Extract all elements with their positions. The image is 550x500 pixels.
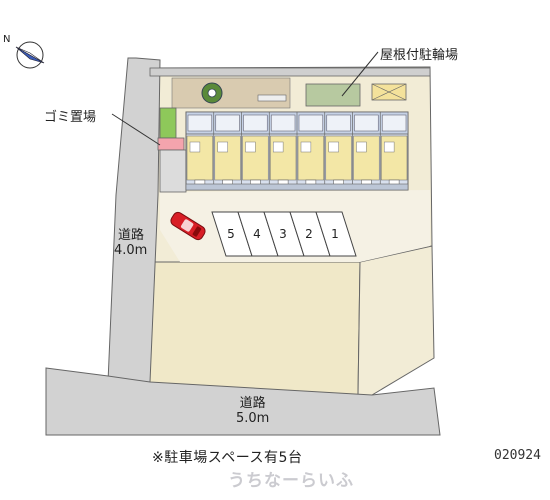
parking-stall-number: 3 — [279, 227, 287, 241]
left-road-name: 道路 — [118, 228, 145, 243]
bottom-road-name: 道路 — [239, 396, 266, 411]
unit-bath — [326, 114, 351, 132]
left-road-label: 道路 4.0m — [114, 228, 147, 258]
unit-bath — [243, 114, 268, 132]
unit-kitchen — [300, 141, 312, 153]
lower-lot — [147, 261, 361, 396]
parking-stall-number: 4 — [253, 227, 261, 241]
unit-bath — [187, 114, 213, 132]
bottom-road-label: 道路 5.0m — [236, 396, 269, 426]
left-road — [107, 57, 161, 383]
unit-kitchen — [245, 141, 256, 153]
unit-kitchen — [189, 141, 201, 153]
building-corridor — [185, 183, 409, 191]
covered-bicycle-parking-label: 屋根付駐輪場 — [380, 48, 459, 63]
top-fence — [149, 67, 431, 77]
left-road-width: 4.0m — [114, 243, 148, 258]
parked-car — [170, 211, 206, 241]
garden-strip — [171, 77, 291, 109]
gate — [257, 94, 287, 102]
unit-bath — [270, 114, 296, 132]
stairs — [159, 149, 187, 193]
parking-stall-1 — [315, 211, 357, 257]
unit-bath — [354, 114, 379, 132]
tree-center — [207, 88, 217, 98]
garbage-leader — [111, 113, 161, 146]
parking-footnote: ※駐車場スペース有5台 — [152, 450, 303, 466]
apartment-building — [185, 111, 409, 191]
right-lot — [357, 245, 435, 396]
unit-bath — [298, 114, 324, 132]
unit-kitchen — [384, 141, 395, 153]
compass-north-letter: N — [3, 34, 11, 45]
bottom-road — [45, 367, 441, 436]
shelter-leader — [341, 51, 379, 97]
parking-stall-number: 5 — [227, 227, 235, 241]
watermark-text: うちなーらいふ — [228, 471, 354, 491]
bicycle-shelter — [305, 83, 361, 107]
parking-stall-number: 1 — [331, 227, 339, 241]
unit-kitchen — [356, 141, 367, 153]
bottom-road-width: 5.0m — [236, 411, 270, 426]
garbage-area-label: ゴミ置場 — [44, 110, 97, 125]
unit-kitchen — [273, 141, 284, 153]
parking-stall-number: 2 — [305, 227, 313, 241]
unit-bath — [215, 114, 240, 132]
garbage-area — [157, 137, 185, 151]
compass-icon — [15, 41, 45, 69]
unit-kitchen — [328, 141, 339, 153]
bicycle-rack-hatch-2 — [371, 83, 407, 101]
unit-bath — [381, 114, 407, 132]
green-strip — [159, 107, 177, 139]
property-code: 020924 — [494, 448, 541, 463]
parking-stalls: 5 4 3 2 1 — [211, 211, 357, 257]
unit-kitchen — [217, 141, 228, 153]
